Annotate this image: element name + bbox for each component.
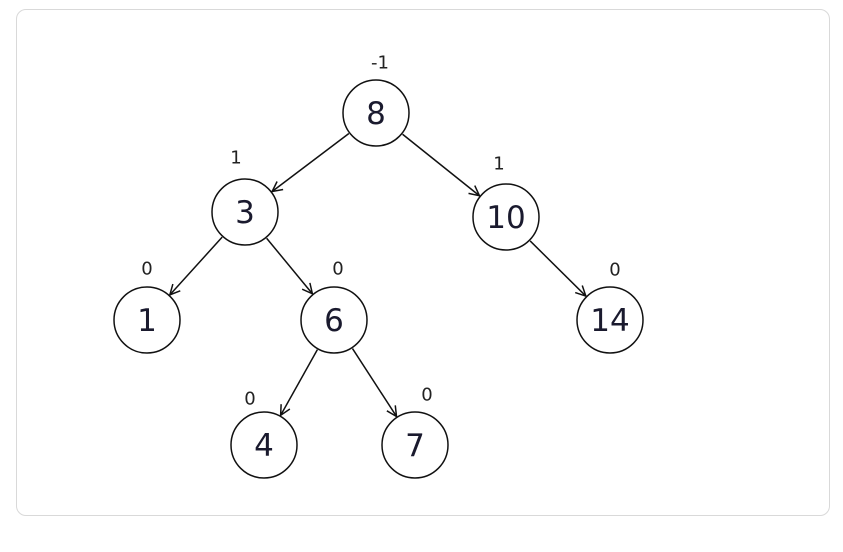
node-circle [342, 79, 410, 147]
node-value-label: 4 [254, 428, 274, 464]
tree-node-10: 10 1 [472, 154, 540, 251]
balance-factor-label: -1 [371, 53, 389, 74]
balance-factor-label: 0 [421, 385, 432, 406]
edge-arrow-n6-n7 [351, 348, 396, 417]
node-circle [472, 183, 540, 251]
node-circle [576, 286, 644, 354]
edge-arrow-n3-n6 [266, 237, 313, 294]
tree-node-7: 70 [381, 385, 449, 479]
balance-factor-label: 0 [141, 259, 152, 280]
edge-arrow-n6-n4 [281, 349, 319, 416]
balance-factor-label: 0 [609, 260, 620, 281]
tree-node-1: 10 [113, 259, 181, 354]
node-value-label: 6 [324, 303, 344, 339]
edge-arrow-n3-n1 [170, 236, 223, 295]
tree-node-3: 31 [211, 148, 279, 246]
edge-arrow-n10-n14 [529, 240, 586, 296]
node-circle [211, 178, 279, 246]
balance-factor-label: 1 [493, 154, 504, 175]
node-circle [300, 286, 368, 354]
node-value-label: 14 [590, 303, 629, 339]
tree-node-6: 60 [300, 259, 368, 354]
edges-layer [170, 132, 586, 417]
node-value-label: 1 [137, 303, 157, 339]
node-value-label: 10 [486, 200, 525, 236]
tree-node-14: 14 0 [576, 260, 644, 354]
balance-factor-label: 0 [244, 389, 255, 410]
balance-factor-label: 1 [230, 148, 241, 169]
tree-node-8: 8 -1 [342, 53, 410, 147]
node-value-label: 7 [405, 428, 425, 464]
node-value-label: 3 [235, 195, 255, 231]
node-circle [113, 286, 181, 354]
tree-node-4: 40 [230, 389, 298, 479]
node-circle [230, 411, 298, 479]
balance-factor-label: 0 [332, 259, 343, 280]
edge-arrow-n8-n10 [402, 133, 480, 196]
node-circle [381, 411, 449, 479]
node-value-label: 8 [366, 96, 386, 132]
edge-arrow-n8-n3 [272, 132, 350, 191]
